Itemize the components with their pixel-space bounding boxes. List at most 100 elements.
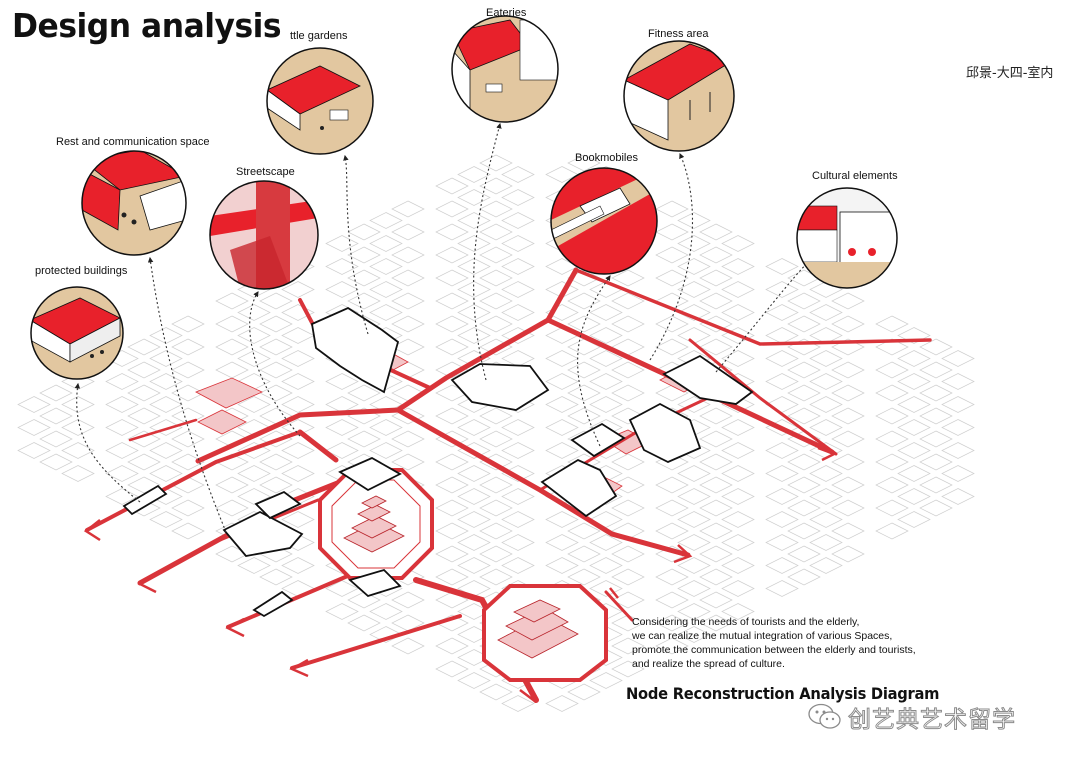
city-block [435, 200, 469, 218]
city-block [457, 511, 491, 528]
road-arrows [83, 446, 838, 703]
city-block [259, 338, 293, 356]
city-block [897, 396, 931, 413]
city-block [369, 258, 403, 275]
city-block [677, 258, 711, 275]
city-block [897, 327, 931, 344]
city-block [831, 315, 865, 333]
city-block [721, 580, 755, 597]
city-block [787, 568, 821, 586]
city-block [897, 350, 931, 367]
city-block [809, 350, 843, 367]
node-buildings [122, 306, 754, 618]
city-block [105, 373, 139, 390]
city-block [721, 465, 755, 482]
city-block [171, 338, 205, 356]
vignette-protected-buildings [30, 286, 124, 380]
city-block [699, 338, 733, 356]
city-block [545, 557, 579, 574]
city-block [325, 442, 359, 459]
author-tag: 邱景-大四-室内 [966, 66, 1054, 81]
city-block [875, 453, 909, 471]
city-block [171, 522, 205, 540]
city-block [457, 189, 491, 206]
city-block [259, 568, 293, 586]
vignette-cultural-elements [796, 187, 898, 289]
city-block [479, 499, 513, 517]
city-block [721, 511, 755, 528]
city-block [17, 396, 51, 413]
city-block [215, 499, 249, 517]
city-block [677, 626, 711, 643]
city-block [655, 614, 689, 632]
label-streetscape: Streetscape [236, 166, 295, 178]
city-block [941, 396, 975, 413]
city-block [677, 465, 711, 482]
vignette-streetscape [209, 180, 319, 290]
city-block [699, 614, 733, 632]
city-block [435, 269, 469, 287]
city-block [809, 511, 843, 528]
city-block [765, 465, 799, 482]
city-block [765, 557, 799, 574]
label-bookmobiles: Bookmobiles [575, 152, 638, 164]
city-block [567, 522, 601, 540]
city-block [655, 246, 689, 264]
note-line: promote the communication between the el… [632, 644, 916, 656]
city-block [281, 373, 315, 390]
city-block [589, 580, 623, 597]
city-block [567, 292, 601, 310]
city-block [655, 476, 689, 494]
city-block [347, 614, 381, 632]
note-line: we can realize the mutual integration of… [632, 630, 893, 642]
city-block [545, 350, 579, 367]
city-block [809, 557, 843, 574]
city-block [567, 407, 601, 425]
city-block [589, 304, 623, 321]
wechat-icon [808, 703, 841, 729]
city-block [325, 580, 359, 597]
city-block [325, 373, 359, 390]
city-block [435, 453, 469, 471]
city-block [765, 258, 799, 275]
city-block [501, 695, 535, 712]
city-block [611, 637, 645, 655]
city-block [479, 568, 513, 586]
vignette-bookmobiles [550, 167, 658, 275]
vignette-fitness-area [623, 40, 735, 152]
city-block [237, 396, 271, 413]
city-block [677, 281, 711, 298]
city-block [875, 430, 909, 448]
city-block [831, 499, 865, 517]
city-block [677, 396, 711, 413]
city-block [149, 350, 183, 367]
city-block [347, 269, 381, 287]
city-block [479, 177, 513, 195]
city-block [545, 396, 579, 413]
city-block [567, 384, 601, 402]
city-block [897, 442, 931, 459]
city-block [325, 258, 359, 275]
city-block [655, 568, 689, 586]
city-block [699, 522, 733, 540]
city-block [237, 327, 271, 344]
city-block [457, 166, 491, 183]
city-block [369, 442, 403, 459]
design-note: Considering the needs of tourists and th… [632, 615, 962, 671]
city-block [919, 453, 953, 471]
city-block [457, 281, 491, 298]
city-block [501, 166, 535, 183]
city-block [941, 488, 975, 505]
city-block [435, 591, 469, 609]
city-block [699, 269, 733, 287]
city-block [699, 476, 733, 494]
city-block [457, 534, 491, 551]
city-block [787, 522, 821, 540]
city-block [721, 281, 755, 298]
city-block [325, 419, 359, 436]
city-block [457, 557, 491, 574]
city-block [105, 419, 139, 436]
city-block [831, 407, 865, 425]
city-block [567, 315, 601, 333]
city-block [897, 373, 931, 390]
